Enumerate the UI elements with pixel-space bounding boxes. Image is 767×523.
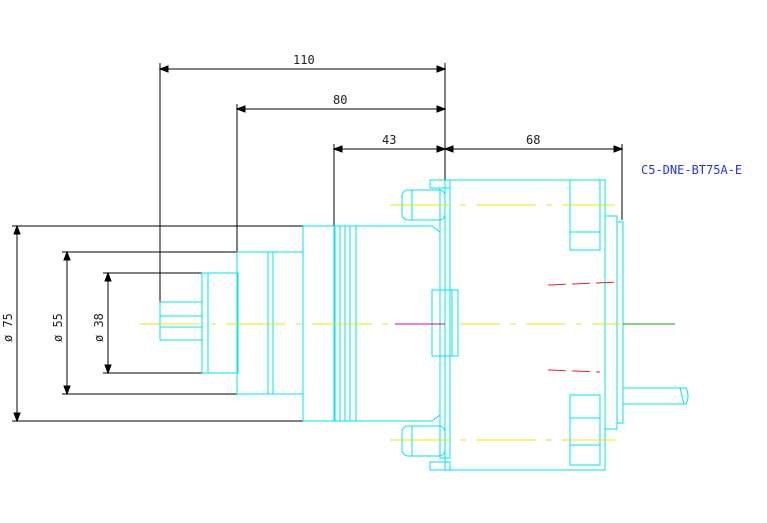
dimension-lines xyxy=(12,63,624,423)
hidden-lines xyxy=(547,281,621,373)
dim-68-label: 68 xyxy=(526,133,540,147)
dim-80-label: 80 xyxy=(333,93,347,107)
dim-dia38-label: ø 38 xyxy=(92,313,106,342)
dim-110-label: 110 xyxy=(293,53,315,67)
model-label: C5-DNE-BT75A-E xyxy=(641,163,742,177)
part-outline xyxy=(159,179,689,471)
dim-dia75-label: ø 75 xyxy=(1,313,15,342)
dim-dia55-label: ø 55 xyxy=(51,313,65,342)
centerlines xyxy=(140,204,620,441)
dim-43-label: 43 xyxy=(382,133,396,147)
